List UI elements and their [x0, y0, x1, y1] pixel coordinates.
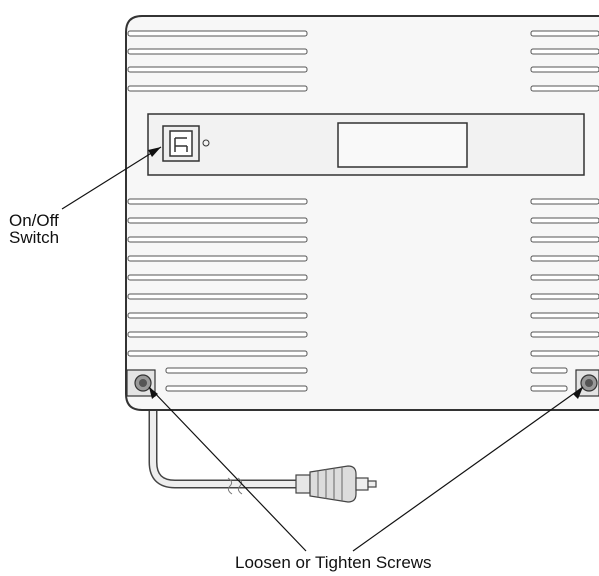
- vent-slot: [530, 312, 599, 319]
- leader-arrowheads: [148, 147, 583, 399]
- on-off-switch-label-line2: Switch: [9, 228, 60, 247]
- vent-slot: [127, 85, 308, 92]
- vent-slot: [165, 385, 308, 392]
- vent-slot: [127, 198, 308, 205]
- vent-slot: [127, 236, 308, 243]
- vent-slot: [530, 385, 568, 392]
- vent-slot: [127, 331, 308, 338]
- vent-slot: [127, 293, 308, 300]
- vent-slot: [127, 66, 308, 73]
- vent-slot: [127, 30, 308, 37]
- vent-slot: [530, 85, 599, 92]
- vent-slot: [530, 274, 599, 281]
- right-screw-arrowhead: [573, 387, 583, 399]
- power-cable: [148, 408, 300, 495]
- label-window: [337, 122, 468, 168]
- vent-slot: [127, 312, 308, 319]
- right-screw-leader-line: [352, 386, 584, 552]
- power-plug-icon: [295, 465, 377, 503]
- vent-slot: [530, 255, 599, 262]
- vent-slot: [530, 30, 599, 37]
- leader-lines: [61, 146, 584, 552]
- vent-slot: [530, 367, 568, 374]
- vent-slot: [530, 217, 599, 224]
- switch-leader-line: [61, 146, 162, 210]
- on-off-switch-icon: [162, 125, 210, 162]
- vent-slot: [530, 48, 599, 55]
- vent-slot: [127, 217, 308, 224]
- vent-slot: [530, 331, 599, 338]
- on-off-switch-label-line1: On/Off: [9, 211, 59, 230]
- vent-slot: [127, 48, 308, 55]
- vent-slot: [530, 66, 599, 73]
- vent-slot: [127, 274, 308, 281]
- vent-slot: [530, 293, 599, 300]
- vent-slot: [530, 236, 599, 243]
- vent-slot: [530, 350, 599, 357]
- vent-slot: [127, 350, 308, 357]
- left-screw-arrowhead: [149, 387, 158, 399]
- screws-label: Loosen or Tighten Screws: [235, 553, 432, 572]
- left-screw-leader-line: [148, 386, 307, 552]
- vent-slot: [165, 367, 308, 374]
- vent-slots: [127, 30, 599, 392]
- vent-slot: [127, 255, 308, 262]
- vent-slot: [530, 198, 599, 205]
- on-off-switch-label: On/Off Switch: [9, 212, 59, 246]
- switch-arrowhead: [148, 147, 161, 157]
